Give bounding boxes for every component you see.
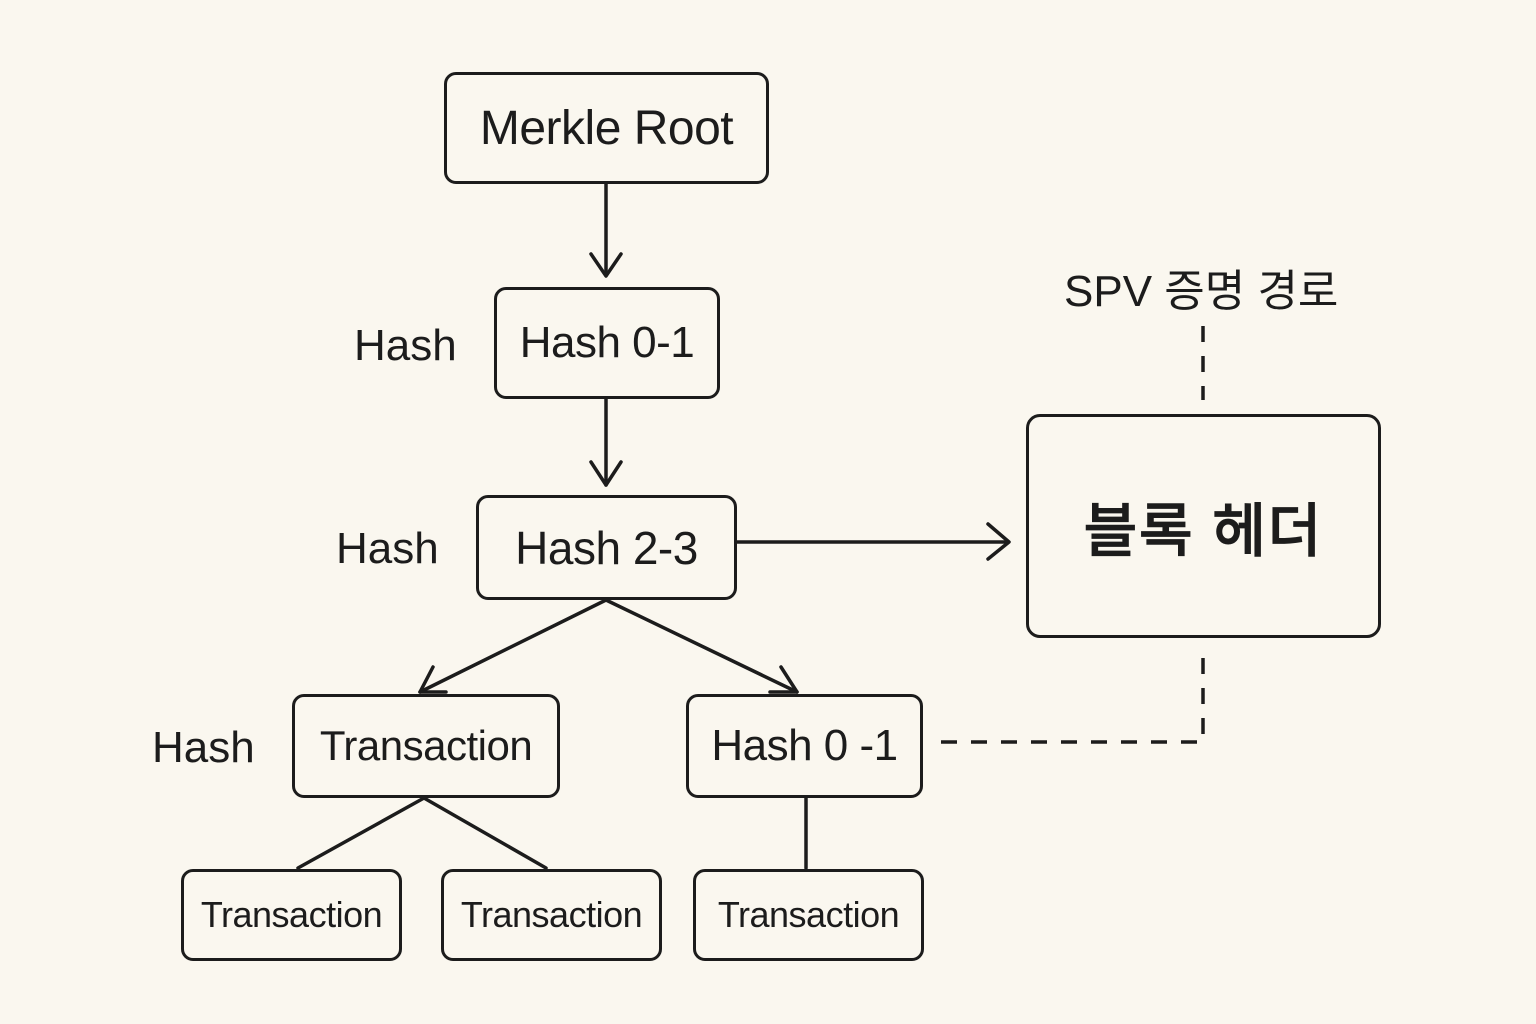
transaction-label: Transaction xyxy=(319,722,533,769)
merkle-root-label: Merkle Root xyxy=(479,101,734,155)
hash-2-3-node: Hash 2-3 xyxy=(476,495,737,600)
merkle-root-node: Merkle Root xyxy=(444,72,769,184)
hash-0-1-bottom-label: Hash 0 -1 xyxy=(711,721,898,770)
hash-0-1-bottom-node: Hash 0 -1 xyxy=(686,694,923,798)
edge-transaction-to-leaf2 xyxy=(422,796,548,870)
spv-path-dashed-bottom xyxy=(934,658,1205,744)
hash-0-1-label: Hash 0-1 xyxy=(519,318,695,367)
transaction-leaf-label: Transaction xyxy=(200,894,383,935)
transaction-leaf-label: Transaction xyxy=(717,894,900,935)
hash-side-label: Hash xyxy=(354,321,457,370)
spv-proof-path-label: SPV 증명 경로 xyxy=(1064,267,1339,316)
edge-hash01-to-hash23 xyxy=(589,397,623,487)
transaction-leaf-node: Transaction xyxy=(181,869,402,961)
edge-hash23-to-transaction xyxy=(418,598,608,694)
hash-side-label: Hash xyxy=(336,524,439,573)
edge-root-to-hash01 xyxy=(589,182,623,278)
hash-0-1-node: Hash 0-1 xyxy=(494,287,720,399)
transaction-leaf-node: Transaction xyxy=(441,869,662,961)
edge-transaction-to-leaf1 xyxy=(296,796,426,870)
edge-hash23-to-block-header xyxy=(735,522,1011,561)
transaction-leaf-label: Transaction xyxy=(460,894,643,935)
block-header-node: 블록 헤더 xyxy=(1026,414,1381,638)
edge-hash23-to-hash01-bottom xyxy=(604,598,799,694)
hash-2-3-label: Hash 2-3 xyxy=(515,521,698,574)
block-header-label: 블록 헤더 xyxy=(1083,499,1324,564)
transaction-leaf-node: Transaction xyxy=(693,869,924,961)
hash-side-label: Hash xyxy=(152,723,255,772)
transaction-node: Transaction xyxy=(292,694,560,798)
